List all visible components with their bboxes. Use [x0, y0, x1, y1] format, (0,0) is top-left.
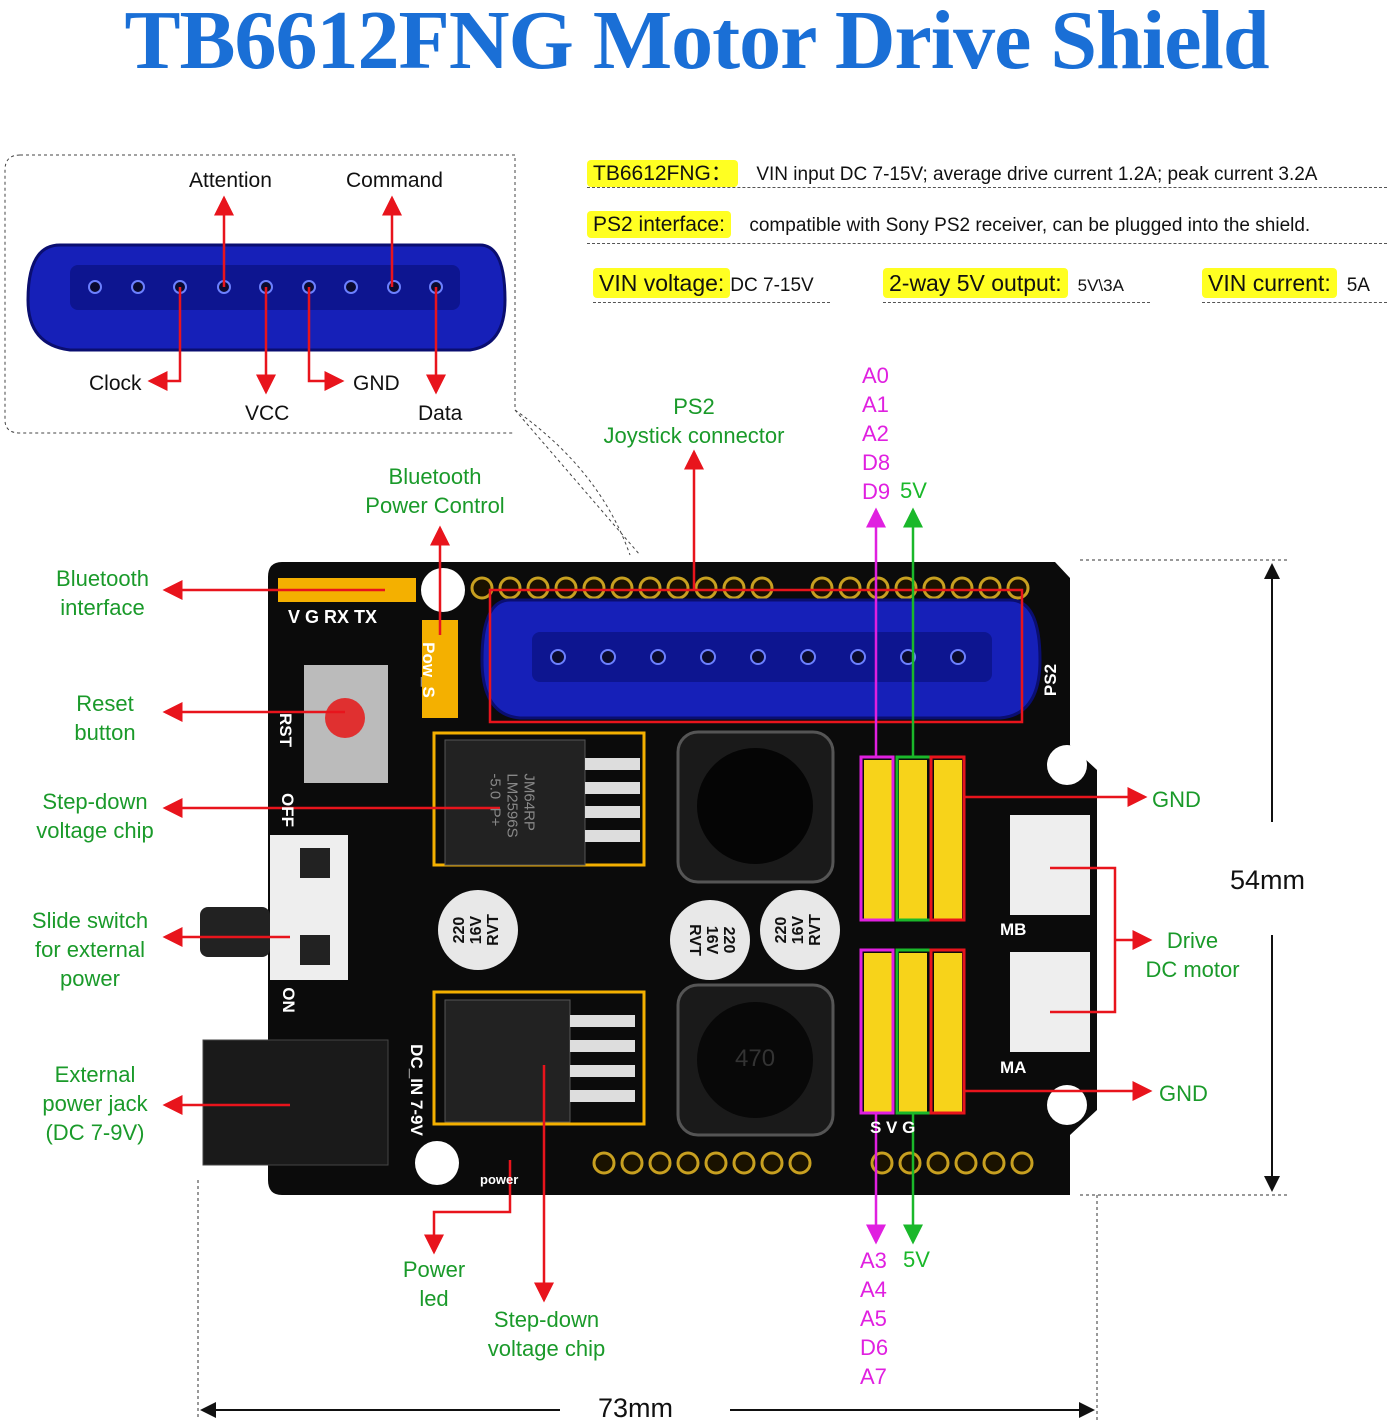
- silk-dcin: DC_IN 7-9V: [406, 1044, 426, 1136]
- pin-label-vcc: VCC: [245, 402, 290, 425]
- callout-line: External: [54, 1062, 136, 1087]
- callout-stepdown-2: Step-down voltage chip: [474, 1305, 619, 1363]
- callout-line: DC motor: [1145, 957, 1240, 982]
- capacitor-marking: 220 16V RVT: [686, 924, 737, 956]
- callout-line: Slide switch: [31, 908, 149, 933]
- callout-line: led: [419, 1286, 449, 1311]
- callout-line: Step-down: [493, 1307, 600, 1332]
- spec-label: VIN current:: [1202, 268, 1337, 298]
- spec-value: 5A: [1346, 275, 1370, 296]
- spec-vin-voltage: VIN voltage:DC 7-15V: [593, 268, 830, 303]
- pin-label: A7: [860, 1364, 887, 1389]
- bottom-5v-label: 5V: [903, 1247, 930, 1272]
- callout-line: PS2: [673, 394, 715, 419]
- silk-ps2: PS2: [1041, 663, 1061, 697]
- callout-line: Bluetooth: [56, 566, 149, 591]
- capacitor-marking: 220 16V RVT: [773, 914, 824, 946]
- silk-on: ON: [278, 987, 298, 1013]
- callout-line: interface: [60, 595, 145, 620]
- silk-mb: MB: [1000, 920, 1027, 939]
- callout-line: voltage chip: [487, 1336, 606, 1361]
- top-header: [470, 576, 1030, 600]
- callout-power-led: Power led: [384, 1255, 484, 1313]
- inductor-marking: 470: [735, 1045, 776, 1072]
- pin-label-command: Command: [346, 169, 443, 192]
- top-5v-label: 5V: [900, 478, 927, 503]
- spec-5v-output: 2-way 5V output: 5V\3A: [883, 268, 1150, 303]
- spec-label: 2-way 5V output:: [883, 268, 1068, 298]
- callout-line: Joystick connector: [603, 423, 785, 448]
- spec-ps2: PS2 interface: compatible with Sony PS2 …: [587, 211, 1387, 244]
- callout-stepdown-1: Step-down voltage chip: [25, 787, 165, 845]
- spec-value: VIN input DC 7-15V; average drive curren…: [756, 164, 1318, 185]
- callout-reset: Reset button: [45, 689, 165, 747]
- callout-line: for external: [34, 937, 146, 962]
- silk-power: power: [480, 1172, 519, 1187]
- callout-line: Reset: [76, 691, 134, 716]
- silk-off: OFF: [278, 793, 297, 827]
- silk-svg: S V G: [870, 1118, 916, 1137]
- spec-value: 5V\3A: [1077, 276, 1124, 295]
- callout-line: Power Control: [365, 493, 505, 518]
- callout-gnd-bottom: GND: [1159, 1081, 1208, 1106]
- pin-label: A4: [860, 1277, 887, 1302]
- dimension-width: 73mm: [598, 1393, 674, 1423]
- inset-frame: [4, 154, 641, 556]
- pin-label: A2: [862, 421, 889, 446]
- pin-label: A1: [862, 392, 889, 417]
- callout-slide-switch: Slide switch for external power: [20, 906, 160, 993]
- callout-line: power: [60, 966, 120, 991]
- callout-line: voltage chip: [36, 818, 154, 843]
- callout-bt-interface: Bluetooth interface: [40, 564, 165, 622]
- spec-vin-current: VIN current: 5A: [1202, 268, 1387, 303]
- callout-line: button: [74, 720, 136, 745]
- pin-label: A0: [862, 363, 889, 388]
- pin-label-clock: Clock: [89, 372, 142, 395]
- silk-ma: MA: [1000, 1058, 1027, 1077]
- callout-drive-motor: Drive DC motor: [1135, 926, 1250, 984]
- dimension-height: 54mm: [1230, 865, 1306, 896]
- capacitor-marking: 220 16V RVT: [451, 914, 502, 946]
- spec-label: VIN voltage:: [593, 268, 731, 298]
- callout-line: Bluetooth: [388, 464, 482, 489]
- spec-value: compatible with Sony PS2 receiver, can b…: [749, 215, 1311, 236]
- callout-line: power jack: [42, 1091, 148, 1116]
- spec-value: DC 7-15V: [730, 275, 814, 296]
- spec-tb6612: TB6612FNG： VIN input DC 7-15V; average d…: [587, 157, 1387, 188]
- silk-rst: RST: [276, 713, 295, 747]
- silk-header: V G RX TX: [288, 607, 378, 627]
- pin-label: D6: [860, 1335, 889, 1360]
- page-title: TB6612FNG Motor Drive Shield: [124, 0, 1269, 87]
- pin-label-attention: Attention: [189, 169, 272, 192]
- pin-label-data: Data: [418, 402, 463, 425]
- callout-line: Drive: [1166, 928, 1219, 953]
- bottom-header: [592, 1151, 1034, 1175]
- pin-label: D8: [862, 450, 891, 475]
- silk-pow: Pow_S: [418, 642, 438, 698]
- pin-label: A5: [860, 1306, 887, 1331]
- spec-label: PS2 interface:: [587, 211, 731, 238]
- spec-label: TB6612FNG：: [587, 160, 738, 187]
- callout-power-jack: External power jack (DC 7-9V): [30, 1060, 160, 1147]
- callout-gnd-top: GND: [1152, 787, 1201, 812]
- pin-label: D9: [862, 479, 891, 504]
- pin-label-gnd: GND: [353, 372, 400, 395]
- chip-marking: JM64RP LM2596S -5.0 P+: [486, 773, 538, 838]
- callout-line: Power: [402, 1257, 466, 1282]
- pin-label: A3: [860, 1248, 887, 1273]
- callout-line: (DC 7-9V): [45, 1120, 145, 1145]
- callout-line: Step-down: [42, 789, 148, 814]
